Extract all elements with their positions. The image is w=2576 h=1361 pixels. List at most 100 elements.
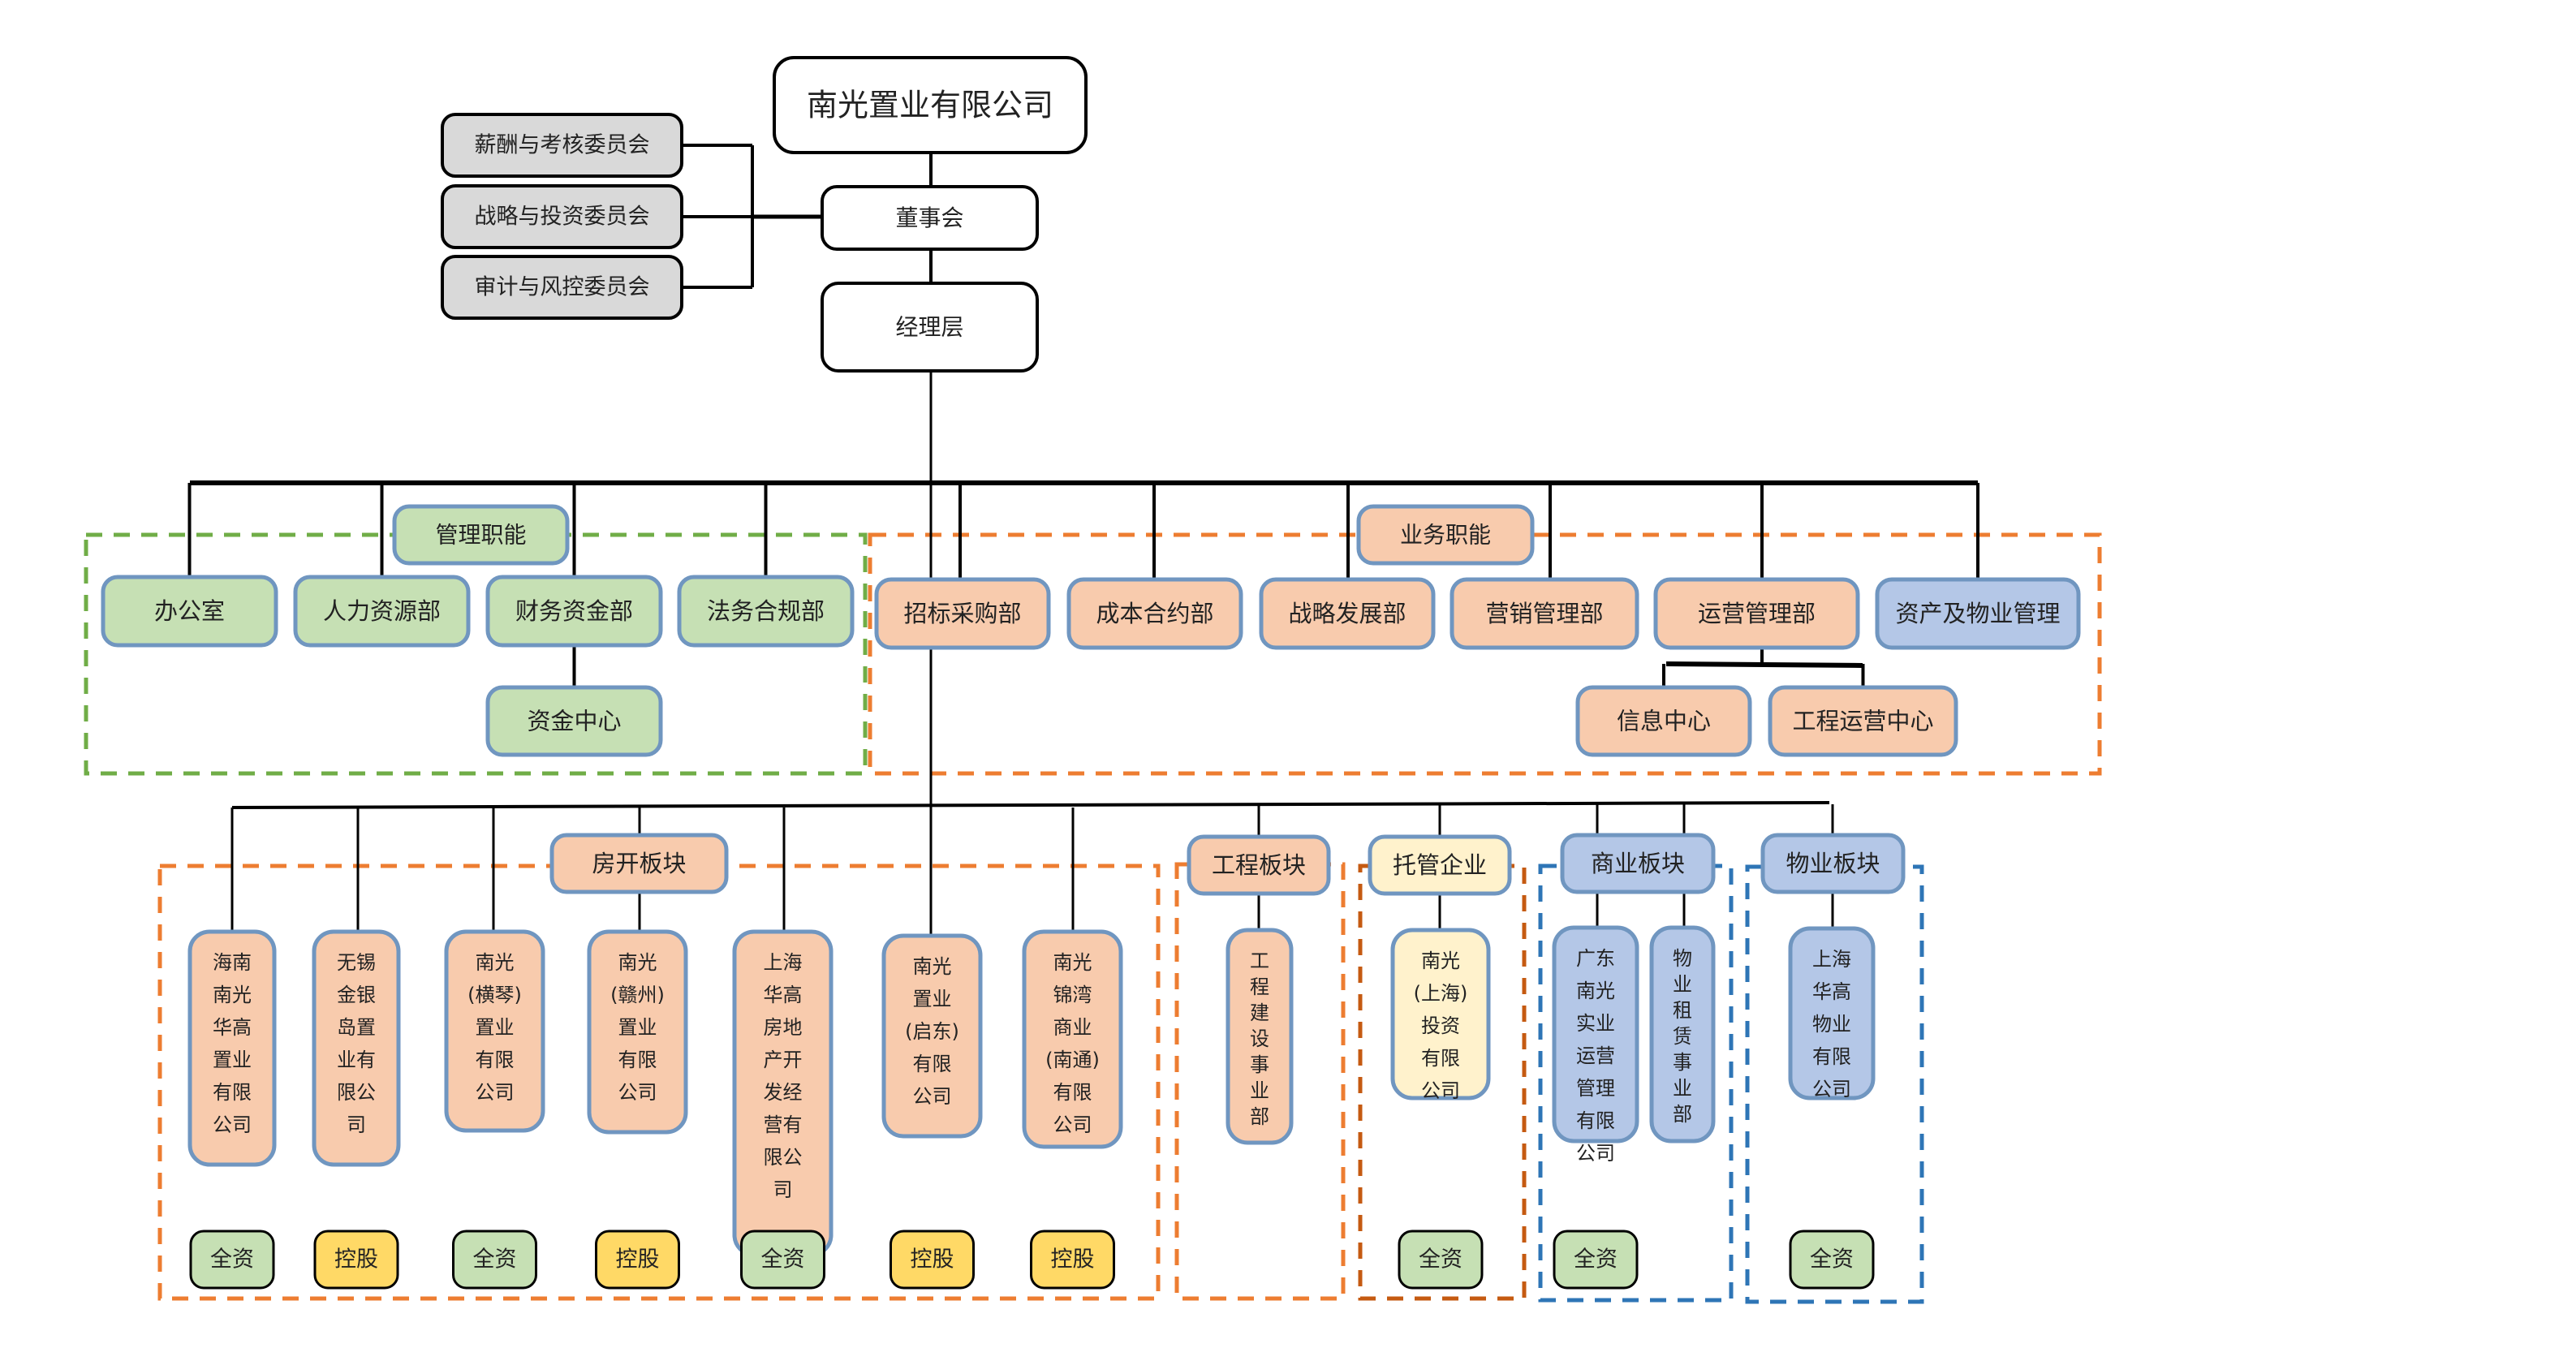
company-node-text-line: 部 bbox=[1250, 1105, 1269, 1128]
company-node-text-line: 公司 bbox=[1576, 1142, 1615, 1165]
ownership-badge-shape bbox=[313, 1230, 399, 1290]
business-department-node[interactable]: 招标采购部 bbox=[874, 577, 1051, 650]
segment-header-node[interactable]: 房开板块 bbox=[549, 833, 729, 894]
company-node-shape bbox=[1788, 926, 1876, 1100]
management-department-node[interactable]: 人力资源部 bbox=[293, 575, 471, 648]
sub-unit-node-label: 资金中心 bbox=[527, 708, 621, 735]
company-node-text-line: 事 bbox=[1673, 1051, 1692, 1074]
sub-unit-node-shape bbox=[485, 685, 663, 757]
company-node-text-line: 赁 bbox=[1673, 1025, 1692, 1048]
business-department-node-shape bbox=[874, 577, 1051, 650]
business-department-node[interactable]: 资产及物业管理 bbox=[1875, 577, 2081, 650]
management-department-node[interactable]: 法务合规部 bbox=[677, 575, 855, 648]
segment-header-node-shape bbox=[1368, 834, 1512, 896]
business-functions-label-shape bbox=[1356, 504, 1535, 566]
company-node-text-line: (横琴) bbox=[467, 984, 522, 1006]
management-department-node-label: 财务资金部 bbox=[515, 597, 633, 625]
company-node-text-line: 产开 bbox=[764, 1049, 803, 1071]
ownership-badge-shape bbox=[452, 1230, 537, 1290]
committee-node-label: 审计与风控委员会 bbox=[475, 275, 650, 300]
company-node-text-line: 南光 bbox=[1053, 951, 1092, 974]
business-department-node[interactable]: 运营管理部 bbox=[1653, 577, 1860, 650]
segment-header-node[interactable]: 工程板块 bbox=[1187, 834, 1331, 896]
segment-header-node[interactable]: 托管企业 bbox=[1368, 834, 1512, 896]
sub-unit-node-label: 信息中心 bbox=[1617, 708, 1711, 735]
company-node-text-line: 公司 bbox=[1421, 1079, 1460, 1102]
sub-unit-node-shape bbox=[1575, 685, 1752, 757]
company-root-node[interactable]: 南光置业有限公司 bbox=[773, 56, 1088, 154]
ownership-badge-label: 控股 bbox=[1051, 1247, 1095, 1273]
company-node-text-line: 管理 bbox=[1576, 1077, 1615, 1100]
management-node-label: 经理层 bbox=[895, 314, 963, 341]
company-node-text-line: 华高 bbox=[764, 984, 803, 1006]
company-node-text-line: 物 bbox=[1673, 947, 1692, 970]
company-node-text-line: 置业 bbox=[476, 1016, 515, 1039]
committee-node[interactable]: 薪酬与考核委员会 bbox=[441, 113, 683, 178]
management-department-node-shape bbox=[293, 575, 471, 648]
management-department-node[interactable]: 办公室 bbox=[101, 575, 278, 648]
sub-unit-node[interactable]: 工程运营中心 bbox=[1768, 685, 1958, 757]
company-node-text-line: 建 bbox=[1250, 1001, 1269, 1024]
segment-header-node-shape bbox=[549, 833, 729, 894]
sub-unit-node[interactable]: 资金中心 bbox=[485, 685, 663, 757]
committee-node-shape bbox=[441, 255, 683, 320]
company-node-text-line: 公司 bbox=[1053, 1113, 1092, 1136]
sub-unit-node[interactable]: 信息中心 bbox=[1575, 685, 1752, 757]
company-node-shape bbox=[1649, 925, 1716, 1143]
segment-header-node-label: 工程板块 bbox=[1212, 851, 1306, 879]
management-functions-label-shape bbox=[392, 504, 570, 566]
segment-bus-line bbox=[231, 801, 1830, 809]
company-node-shape bbox=[312, 929, 401, 1167]
company-node-text-line: 设 bbox=[1250, 1027, 1269, 1050]
ownership-badge-label: 全资 bbox=[761, 1247, 805, 1273]
ownership-badge-full: 全资 bbox=[1553, 1230, 1639, 1290]
company-node-text-line: 租 bbox=[1673, 999, 1692, 1022]
company-node-text-line: 南光 bbox=[476, 951, 515, 974]
company-node-text-line: 南光 bbox=[913, 955, 952, 978]
sub-unit-bus-line bbox=[1665, 661, 1863, 668]
management-department-node[interactable]: 财务资金部 bbox=[485, 575, 663, 648]
company-node-text-line: 司 bbox=[347, 1113, 366, 1136]
ownership-badge-shape bbox=[1398, 1230, 1484, 1290]
board-node[interactable]: 董事会 bbox=[821, 185, 1039, 251]
ownership-badge-label: 全资 bbox=[210, 1247, 254, 1273]
business-department-node[interactable]: 成本合约部 bbox=[1066, 577, 1243, 650]
ownership-badge-shape bbox=[740, 1230, 825, 1290]
company-node-text-line: (上海) bbox=[1414, 982, 1468, 1005]
business-department-node[interactable]: 营销管理部 bbox=[1450, 577, 1639, 650]
business-department-node-label: 营销管理部 bbox=[1485, 600, 1603, 627]
company-node-text-line: 有限 bbox=[213, 1081, 252, 1104]
company-node[interactable]: 南光置业(启东)有限公司 bbox=[881, 933, 983, 1139]
segment-header-node[interactable]: 商业板块 bbox=[1560, 833, 1716, 894]
business-department-node[interactable]: 战略发展部 bbox=[1259, 577, 1436, 650]
company-node-text-line: 营有 bbox=[764, 1113, 803, 1136]
management-functions-label[interactable]: 管理职能 bbox=[392, 504, 570, 566]
ownership-badge-shape bbox=[1030, 1230, 1115, 1290]
ownership-badge-full: 全资 bbox=[1398, 1230, 1484, 1290]
management-node[interactable]: 经理层 bbox=[821, 282, 1039, 373]
management-node-shape bbox=[821, 282, 1039, 373]
management-department-node-shape bbox=[485, 575, 663, 648]
company-node-text-line: 广东 bbox=[1576, 947, 1615, 970]
business-functions-label[interactable]: 业务职能 bbox=[1356, 504, 1535, 566]
company-node-text-line: 置业 bbox=[213, 1049, 252, 1071]
business-department-node-shape bbox=[1066, 577, 1243, 650]
committee-node[interactable]: 战略与投资委员会 bbox=[441, 184, 683, 249]
company-node[interactable]: 南光(横琴)置业有限公司 bbox=[444, 929, 545, 1133]
company-node-text-line: 置业 bbox=[913, 988, 952, 1010]
company-node[interactable]: 南光(赣州)置业有限公司 bbox=[587, 929, 688, 1135]
company-node-shape bbox=[1552, 925, 1639, 1143]
segment-header-node[interactable]: 物业板块 bbox=[1760, 833, 1906, 894]
committee-node[interactable]: 审计与风控委员会 bbox=[441, 255, 683, 320]
company-node-text-line: 南光 bbox=[1421, 950, 1460, 972]
